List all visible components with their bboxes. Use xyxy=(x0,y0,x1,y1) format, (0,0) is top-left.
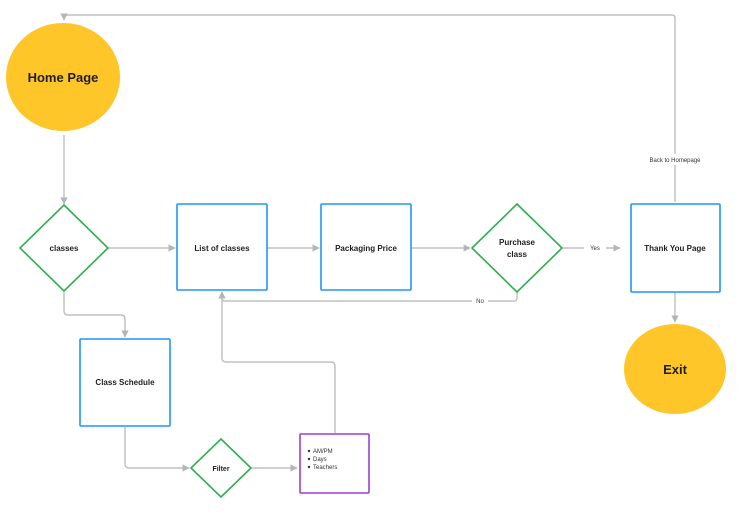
node-class-schedule: Class Schedule xyxy=(79,338,171,427)
node-list-of-classes: List of classes xyxy=(176,203,268,291)
bullet-3 xyxy=(307,465,311,469)
edge-options-to-list xyxy=(218,291,336,433)
node-packaging-price: Packaging Price xyxy=(320,203,412,291)
edge-label-back-to-homepage: Back to Homepage xyxy=(649,158,701,164)
node-home-page: Home Page xyxy=(6,23,120,131)
filter-label: Filter xyxy=(212,466,229,473)
classes-label: classes xyxy=(50,244,79,253)
filter-option-ampm: AM/PM xyxy=(313,449,333,455)
packaging-price-label: Packaging Price xyxy=(335,244,397,253)
list-of-classes-label: List of classes xyxy=(194,244,250,253)
edge-back-to-homepage xyxy=(60,13,676,202)
filter-option-teachers: Teachers xyxy=(313,465,337,471)
yes-label-bg xyxy=(584,242,606,253)
edge-classes-to-schedule xyxy=(63,292,129,338)
node-exit: Exit xyxy=(624,324,726,414)
thank-you-page-label: Thank You Page xyxy=(644,244,706,253)
node-purchase-class: Purchase class xyxy=(470,202,564,294)
no-label-bg xyxy=(472,295,488,306)
back-label-bg xyxy=(648,154,702,165)
node-filter: Filter xyxy=(189,437,253,499)
edge-label-yes: Yes xyxy=(590,246,600,252)
purchase-class-label-line2: class xyxy=(507,250,528,259)
exit-label: Exit xyxy=(663,362,688,377)
bullet-2 xyxy=(307,457,311,461)
home-page-label: Home Page xyxy=(28,70,99,85)
node-thank-you-page: Thank You Page xyxy=(630,203,721,293)
purchase-class-label-line1: Purchase xyxy=(499,238,536,247)
filter-option-days: Days xyxy=(313,457,327,463)
class-schedule-label: Class Schedule xyxy=(95,378,155,387)
node-filter-options: AM/PM Days Teachers xyxy=(299,433,370,494)
bullet-1 xyxy=(307,449,311,453)
node-classes: classes xyxy=(18,203,110,293)
edge-schedule-to-filter xyxy=(124,427,190,472)
edge-label-no: No xyxy=(476,299,484,305)
